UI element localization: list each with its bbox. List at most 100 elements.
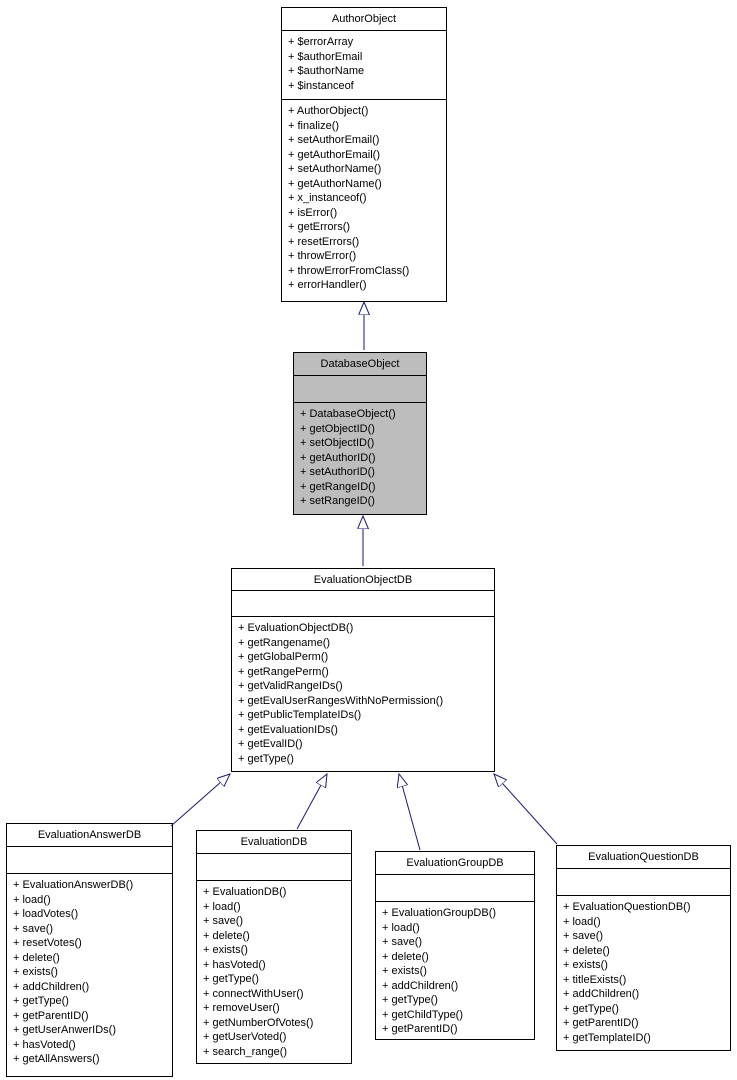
member-row: + EvaluationGroupDB() bbox=[382, 907, 497, 919]
member-row: + search_range() bbox=[203, 1045, 288, 1058]
edge-evaluationanswerdb-to-evaluationobjectdb bbox=[170, 774, 230, 827]
member-row: + getAuthorEmail() bbox=[288, 148, 381, 161]
member-row: + getAuthorID() bbox=[300, 451, 376, 464]
class-methods-section: + EvaluationQuestionDB() + load() + save()… bbox=[557, 896, 730, 1050]
class-attributes-section bbox=[232, 591, 494, 617]
member-row: + getEvalID() bbox=[238, 738, 303, 750]
member-row: + titleExists() bbox=[563, 973, 627, 986]
class-title: EvaluationDB bbox=[197, 831, 351, 854]
member-row: + $errorArray bbox=[288, 36, 354, 48]
member-row: + getErrors() bbox=[288, 221, 351, 233]
member-row: + getType() bbox=[563, 1002, 619, 1015]
member-row: + x_instanceof() bbox=[288, 192, 367, 204]
member-row: + getPublicTemplateIDs() bbox=[238, 709, 362, 721]
member-row: + getValidRangeIDs() bbox=[238, 680, 343, 692]
class-box-evaluationgroupdb[interactable]: EvaluationGroupDB + EvaluationGroupDB()+… bbox=[375, 851, 535, 1040]
member-row: + hasVoted() bbox=[203, 958, 266, 971]
member-row: + getAllAnswers() bbox=[13, 1053, 100, 1065]
member-row: + setObjectID() bbox=[300, 437, 375, 449]
member-row: + getType() bbox=[13, 995, 69, 1007]
member-row: + load() bbox=[382, 921, 420, 934]
class-attributes-section bbox=[7, 847, 172, 874]
member-row: + exists() bbox=[13, 966, 58, 978]
member-row: + getNumberOfVotes() bbox=[203, 1016, 314, 1029]
class-attributes-section bbox=[376, 875, 534, 902]
member-row: + getParentID() bbox=[563, 1017, 639, 1029]
member-row: + save() bbox=[203, 915, 244, 927]
member-row: + exists() bbox=[563, 959, 608, 971]
member-row: + removeUser() bbox=[203, 1002, 280, 1014]
member-row: + getAuthorName() bbox=[288, 177, 382, 190]
member-row: + addChildren() bbox=[13, 980, 90, 993]
member-row: + getEvalUserRangesWithNoPermission() bbox=[238, 694, 444, 707]
member-row: + addChildren() bbox=[563, 988, 640, 1000]
member-row: + delete() bbox=[13, 951, 60, 964]
class-box-evaluationobjectdb[interactable]: EvaluationObjectDB + EvaluationObjectDB(… bbox=[231, 568, 495, 772]
edge-evaluationdb-to-evaluationobjectdb bbox=[296, 774, 327, 830]
class-title: EvaluationQuestionDB bbox=[557, 846, 730, 869]
member-row: + $authorEmail bbox=[288, 50, 363, 63]
class-methods-section: + AuthorObject() + finalize() + setAuthorE… bbox=[282, 100, 446, 301]
member-row: + getObjectID() bbox=[300, 422, 375, 435]
member-row: + getParentID() bbox=[382, 1023, 458, 1035]
member-row: + finalize() bbox=[288, 119, 340, 132]
member-row: + delete() bbox=[563, 944, 610, 957]
class-box-evaluationquestiondb[interactable]: EvaluationQuestionDB + EvaluationQuestio… bbox=[556, 845, 731, 1051]
member-row: + setAuthorID() bbox=[300, 466, 375, 478]
member-row: + load() bbox=[203, 900, 241, 913]
member-row: + getGlobalPerm() bbox=[238, 651, 329, 663]
member-row: + save() bbox=[563, 930, 604, 942]
member-row: + loadVotes() bbox=[13, 908, 79, 920]
member-row: + getEvaluationIDs() bbox=[238, 723, 338, 736]
class-methods-section: + DatabaseObject() + getObjectID() + setOb… bbox=[294, 403, 426, 514]
member-row: + exists() bbox=[203, 944, 248, 956]
member-row: + EvaluationDB() bbox=[203, 886, 287, 898]
member-row: + delete() bbox=[203, 929, 250, 942]
class-title: AuthorObject bbox=[282, 8, 446, 31]
member-row: + exists() bbox=[382, 965, 427, 977]
edge-evaluationquestiondb-to-evaluationobjectdb bbox=[494, 774, 558, 845]
member-row: + addChildren() bbox=[382, 979, 459, 992]
member-row: + isError() bbox=[288, 206, 338, 219]
member-row: + AuthorObject() bbox=[288, 105, 369, 117]
member-row: + save() bbox=[13, 922, 54, 935]
member-row: + save() bbox=[382, 936, 423, 948]
member-row: + getRangeID() bbox=[300, 480, 376, 493]
edge-evaluationgroupdb-to-evaluationobjectdb bbox=[399, 774, 421, 851]
member-row: + setAuthorName() bbox=[288, 163, 382, 175]
member-row: + $instanceof bbox=[288, 79, 354, 92]
class-methods-section: + EvaluationDB() + load() + save() + delete… bbox=[197, 881, 351, 1063]
member-row: + EvaluationQuestionDB() bbox=[563, 901, 691, 913]
member-row: + delete() bbox=[382, 950, 429, 963]
class-box-evaluationdb[interactable]: EvaluationDB + EvaluationDB() + load() + s… bbox=[196, 830, 352, 1064]
member-row: + resetVotes() bbox=[13, 937, 82, 949]
class-box-authorobject[interactable]: AuthorObject + $errorArray + $authorEmail… bbox=[281, 7, 447, 302]
class-attributes-section bbox=[557, 869, 730, 896]
member-row: + hasVoted() bbox=[13, 1038, 76, 1051]
class-box-databaseobject[interactable]: DatabaseObject + DatabaseObject() + getOb… bbox=[293, 352, 427, 515]
member-row: + getRangePerm() bbox=[238, 665, 329, 678]
member-row: + getUserAnwerIDs() bbox=[13, 1024, 117, 1036]
member-row: + setRangeID() bbox=[300, 495, 375, 507]
class-title: DatabaseObject bbox=[294, 353, 426, 376]
member-row: + $authorName bbox=[288, 65, 365, 77]
member-row: + throwErrorFromClass() bbox=[288, 264, 410, 277]
member-row: + load() bbox=[563, 915, 601, 928]
member-row: + connectWithUser() bbox=[203, 987, 304, 1000]
member-row: + getTemplateID() bbox=[563, 1031, 651, 1044]
member-row: + EvaluationObjectDB() bbox=[238, 622, 354, 634]
class-attributes-section: + $errorArray + $authorEmail + $authorName… bbox=[282, 31, 446, 100]
class-title: EvaluationAnswerDB bbox=[7, 824, 172, 847]
member-row: + DatabaseObject() bbox=[300, 408, 396, 420]
class-box-evaluationanswerdb[interactable]: EvaluationAnswerDB + EvaluationAnswerDB(… bbox=[6, 823, 173, 1077]
member-row: + getType() bbox=[203, 973, 259, 985]
class-methods-section: + EvaluationGroupDB() + load() + save() + d… bbox=[376, 902, 534, 1039]
member-row: + getRangename() bbox=[238, 636, 331, 649]
class-methods-section: + EvaluationAnswerDB()+ load()+ loadVote… bbox=[7, 874, 172, 1076]
class-attributes-section bbox=[197, 854, 351, 881]
member-row: + getUserVoted() bbox=[203, 1031, 287, 1043]
member-row: + setAuthorEmail() bbox=[288, 134, 380, 146]
member-row: + load() bbox=[13, 893, 51, 906]
member-row: + errorHandler() bbox=[288, 279, 367, 291]
